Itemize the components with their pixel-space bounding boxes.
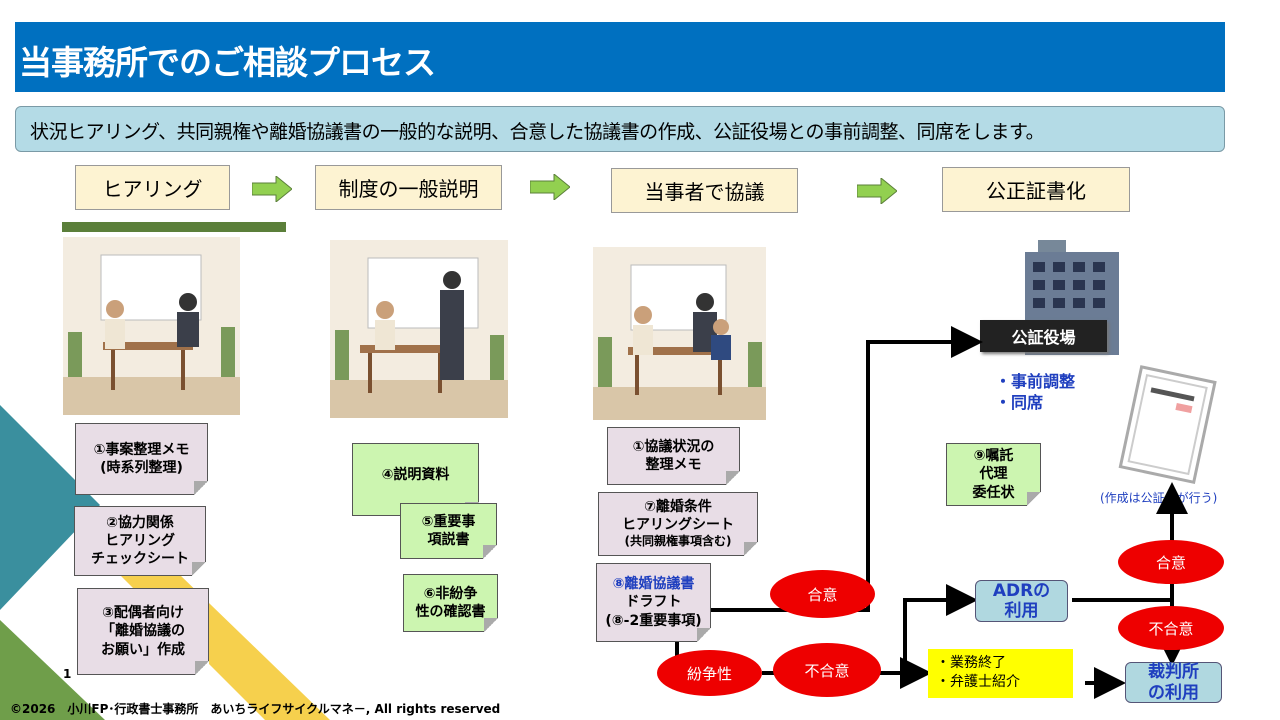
explanation-illustration: [330, 240, 508, 418]
subtitle-banner: 状況ヒアリング、共同親権や離婚協議書の一般的な説明、合意した協議書の作成、公証役…: [15, 106, 1225, 152]
agree-ellipse-adr: 合意: [1118, 540, 1224, 584]
step-hearing: ヒアリング: [75, 165, 230, 210]
consultation-illustration: [63, 237, 240, 415]
notarial-deed-icon: [1118, 365, 1217, 485]
end-of-service-box: ・業務終了・弁護士紹介: [928, 649, 1073, 698]
footer-copyright: ©2026 小川FP･行政書士事務所 あいちライフサイクルマネ－, All ri…: [10, 702, 501, 716]
notary-office-label: 公証役場: [980, 320, 1107, 352]
note-case-memo: ①事案整理メモ(時系列整理): [75, 423, 208, 495]
notary-task: ・同席: [995, 392, 1044, 412]
notary-caption: (作成は公証人が行う): [1100, 491, 1218, 505]
note-agreement-draft: ⑧離婚協議書ドラフト(⑧-2重要事項): [596, 563, 711, 642]
current-step-indicator: [62, 222, 286, 232]
note-important-matters: ⑤重要事項説書: [400, 503, 497, 559]
agree-ellipse: 合意: [770, 570, 875, 618]
note-proxy-letter: ⑨嘱託代理委任状: [946, 443, 1041, 506]
note-spouse-request: ③配偶者向け「離婚協議のお願い」作成: [77, 588, 209, 675]
court-box: 裁判所の利用: [1125, 662, 1222, 703]
discussion-illustration: [593, 247, 766, 420]
disagree-ellipse: 不合意: [773, 643, 881, 697]
page-title: 当事務所でのご相談プロセス: [15, 22, 1225, 92]
arrow-right-icon: [857, 178, 897, 204]
notary-task: ・事前調整: [995, 372, 1076, 391]
adr-box: ADRの利用: [975, 580, 1068, 622]
step-discussion: 当事者で協議: [611, 168, 798, 213]
note-discussion-memo: ①協議状況の整理メモ: [607, 427, 740, 485]
disagree-ellipse-adr: 不合意: [1118, 606, 1224, 650]
arrow-right-icon: [252, 176, 292, 202]
step-explanation: 制度の一般説明: [315, 165, 502, 210]
arrow-right-icon: [530, 174, 570, 200]
notary-tasks: ・事前調整 ・同席: [995, 372, 1075, 414]
note-divorce-conditions-sheet: ⑦離婚条件ヒアリングシート(共同親権事項含む): [598, 492, 758, 556]
step-notarization: 公正証書化: [942, 167, 1130, 212]
dispute-ellipse: 紛争性: [657, 650, 762, 696]
page-number: 1: [63, 667, 72, 681]
note-non-dispute-confirmation: ⑥非紛争性の確認書: [403, 574, 498, 632]
note-cooperation-checksheet: ②協力関係ヒアリングチェックシート: [74, 506, 206, 576]
